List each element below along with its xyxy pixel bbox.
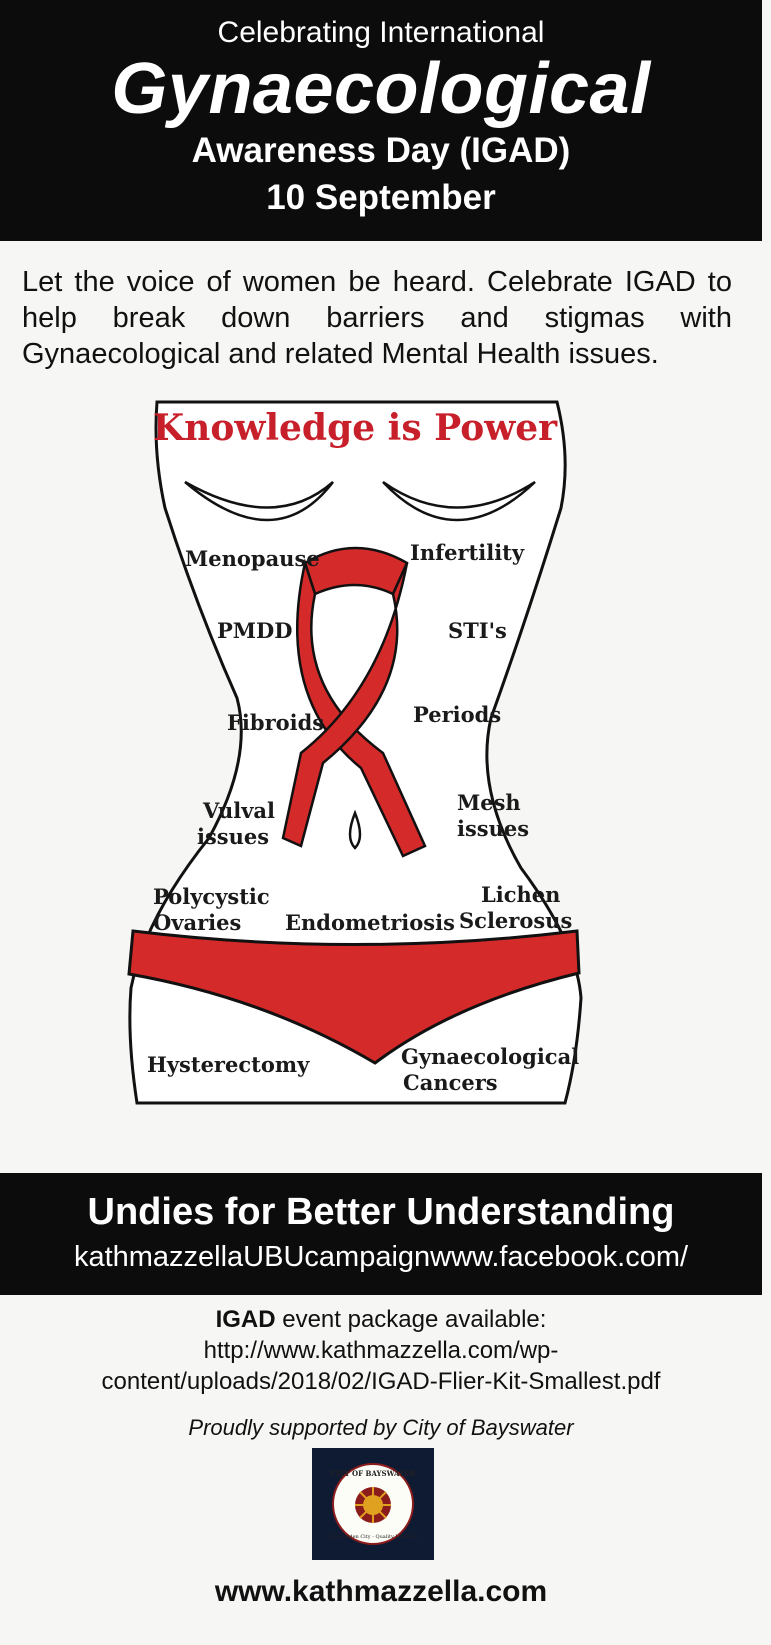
label-endometriosis: Endometriosis (285, 910, 455, 935)
campaign-band: Undies for Better Understanding kathmazz… (0, 1173, 762, 1295)
header-line-1: Celebrating International (217, 16, 545, 49)
header-title: Gynaecological (111, 49, 651, 129)
label-fibroids: Fibroids (227, 710, 324, 735)
undies-shape (127, 929, 581, 1065)
package-link-1[interactable]: http://www.kathmazzella.com/wp- (203, 1337, 559, 1364)
figure-title: Knowledge is Power (153, 407, 558, 449)
label-polycystic-2: Ovaries (153, 910, 241, 935)
label-stis: STI's (448, 618, 507, 643)
campaign-title: Undies for Better Understanding (87, 1191, 675, 1233)
package-link-2[interactable]: content/uploads/2018/02/IGAD-Flier-Kit-S… (101, 1368, 661, 1395)
igad-bold: IGAD (215, 1306, 276, 1333)
right-breast-curve (382, 480, 536, 522)
label-infertility: Infertility (410, 540, 525, 565)
left-breast-curve (184, 480, 334, 522)
label-menopause: Menopause (185, 546, 320, 571)
label-polycystic-1: Polycystic (153, 884, 270, 909)
label-lichen-1: Lichen (481, 882, 560, 907)
body-illustration: Knowledge is Power Menopause Infertility… (125, 398, 615, 1148)
label-hysterectomy: Hysterectomy (147, 1052, 310, 1077)
city-of-bayswater-logo: CITY OF BAYSWATER The Garden City - Qual… (312, 1448, 434, 1560)
event-package-text: event package available: (275, 1306, 547, 1333)
intro-text: Let the voice of women be heard. Celebra… (22, 266, 732, 370)
label-mesh-2: issues (457, 816, 529, 841)
event-package-line: IGAD event package available: (0, 1304, 762, 1335)
header-line-3: Awareness Day (IGAD) (191, 131, 571, 170)
website-url[interactable]: www.kathmazzella.com (214, 1575, 548, 1608)
label-pmdd: PMDD (217, 618, 292, 643)
label-lichen-2: Sclerosus (459, 908, 572, 933)
label-mesh-1: Mesh (457, 790, 521, 815)
label-periods: Periods (413, 702, 501, 727)
label-cancers-2: Cancers (403, 1070, 498, 1095)
awareness-ribbon-icon (281, 546, 427, 858)
campaign-url[interactable]: kathmazzellaUBUcampaignwww.facebook.com/ (73, 1241, 689, 1273)
header-banner: Celebrating International Gynaecological… (0, 0, 762, 241)
event-package-info: IGAD event package available: http://www… (0, 1304, 762, 1397)
label-vulval-1: Vulval (202, 798, 275, 823)
label-vulval-2: issues (197, 824, 269, 849)
logo-text-bottom: The Garden City - Quality Lifestyle (329, 1534, 417, 1540)
navel (348, 809, 362, 850)
label-cancers-1: Gynaecological (401, 1044, 579, 1069)
header-date: 10 September (266, 178, 496, 217)
logo-text-top: CITY OF BAYSWATER (331, 1469, 416, 1478)
supporter-text: Proudly supported by City of Bayswater (188, 1415, 574, 1440)
